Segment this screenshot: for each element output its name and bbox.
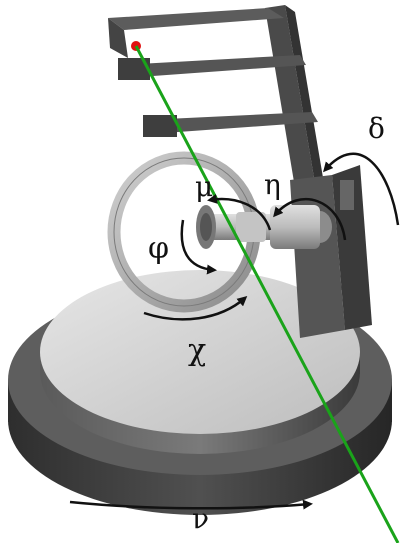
phi-arrow <box>180 219 217 275</box>
beam-line <box>134 45 400 543</box>
mu-label: μ <box>195 170 213 203</box>
base-platform <box>8 270 392 515</box>
eta-arrow <box>273 198 347 241</box>
mu-arrow <box>207 193 272 231</box>
delta-label: δ <box>368 112 385 145</box>
nu-arrow <box>69 499 313 510</box>
chi-label: χ <box>188 333 206 368</box>
rotation-arrows <box>69 152 400 510</box>
phi-label: φ <box>148 231 169 266</box>
nu-label: ν <box>192 502 209 535</box>
eta-label: η <box>264 168 281 201</box>
chi-arrow <box>143 296 248 321</box>
delta-arrow <box>323 152 400 226</box>
sample-shaft <box>196 205 332 249</box>
